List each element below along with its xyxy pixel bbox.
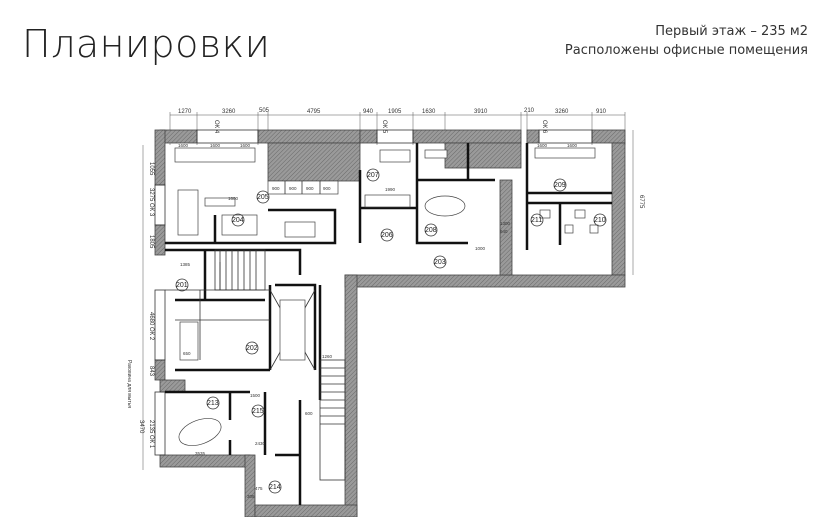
furniture — [174, 147, 599, 446]
dimension-label: 1600 — [178, 143, 189, 148]
floor-summary: Первый этаж – 235 м2 Расположены офисные… — [565, 22, 808, 60]
page-title: Планировки — [22, 22, 271, 66]
dimension-label: 1600 — [240, 143, 251, 148]
dimension-label: 3275 ОК 3 — [148, 188, 154, 217]
room-number: 204 — [232, 217, 244, 224]
window-label: ОК 6 — [541, 120, 547, 134]
dimension-label: 940 — [363, 109, 374, 115]
interior-walls — [165, 143, 612, 505]
dimension-label: 1500 — [250, 393, 261, 398]
dimension-label: 1270 — [178, 109, 192, 115]
dimension-label: 6775 — [638, 195, 644, 209]
side-note: Раковина для мытья — [126, 360, 132, 408]
dimension-label: 940 — [500, 229, 508, 234]
dimension-label: 600 — [305, 411, 313, 416]
room-number: 213 — [207, 400, 219, 407]
windows — [154, 129, 593, 456]
dimension-label: 475 — [255, 486, 263, 491]
room-number: 206 — [381, 232, 393, 239]
dimension-label: 1600 — [210, 143, 221, 148]
dimension-label: 910 — [596, 109, 607, 115]
dimension-label: 1600 — [228, 196, 239, 201]
dimension-label: 4680 ОК 2 — [148, 312, 154, 341]
dimension-label: 1055 — [148, 162, 154, 176]
dimension-label: 2135 ОК 1 — [148, 420, 154, 449]
dimension-label: 900 — [289, 186, 297, 191]
interior-dimensions: 1600 1600 1600 900 900 900 900 1990 1600… — [178, 143, 578, 499]
room-number: 215 — [252, 408, 264, 415]
room-number: 210 — [594, 217, 606, 224]
staircase — [214, 249, 346, 481]
room-number: 201 — [176, 282, 188, 289]
room-number: 211 — [531, 217, 542, 224]
dimension-label: 3260 — [555, 109, 569, 115]
dimension-label: 1600 — [537, 143, 548, 148]
dimension-label: 1385 — [180, 262, 191, 267]
dimension-label: 650 — [183, 351, 191, 356]
room-number: 205 — [257, 194, 269, 201]
dimension-label: 1000 — [475, 246, 486, 251]
exterior-walls — [154, 129, 626, 517]
window-label: ОК 4 — [213, 120, 219, 134]
dimension-label: 2430 — [255, 441, 266, 446]
room-number: 209 — [554, 182, 566, 189]
top-dimension-line — [169, 112, 626, 145]
dimension-label: 1630 — [422, 109, 436, 115]
floor-description: Расположены офисные помещения — [564, 43, 808, 58]
dimension-label: 1300 — [500, 221, 511, 226]
window-label: ОК 5 — [381, 120, 387, 134]
floor-info: Первый этаж – 235 м2 — [655, 24, 808, 39]
dimension-label: 210 — [524, 108, 535, 114]
room-number: 207 — [367, 172, 379, 179]
left-dimensions: 1055 3275 ОК 3 1805 4680 ОК 2 843 3470 2… — [126, 162, 644, 449]
window-labels: ОК 4 ОК 5 ОК 6 — [213, 120, 547, 134]
dimension-label: 900 — [323, 186, 331, 191]
dimension-label: 900 — [272, 186, 280, 191]
dimension-label: 1805 — [148, 235, 154, 249]
dimension-label: 3470 — [138, 420, 144, 434]
room-number: 208 — [425, 227, 437, 234]
dimension-label: 843 — [148, 366, 154, 377]
room-number: 203 — [434, 259, 446, 266]
dimension-label: 900 — [306, 186, 314, 191]
dimension-label: 4795 — [307, 109, 321, 115]
dimension-label: 1260 — [322, 354, 333, 359]
dimension-label: 505 — [259, 108, 270, 114]
dimension-label: 3910 — [474, 109, 488, 115]
dimension-label: 3260 — [222, 109, 236, 115]
room-number: 202 — [246, 345, 258, 352]
dimension-label: 3535 — [195, 451, 206, 456]
room-number: 214 — [269, 484, 281, 491]
dimension-label: 1990 — [385, 187, 396, 192]
room-markers: 205 204 207 206 208 209 211 210 203 201 … — [175, 168, 607, 494]
dimension-label: 1905 — [388, 109, 402, 115]
dimension-label: 1600 — [567, 143, 578, 148]
dimension-label: 305 — [247, 494, 255, 499]
